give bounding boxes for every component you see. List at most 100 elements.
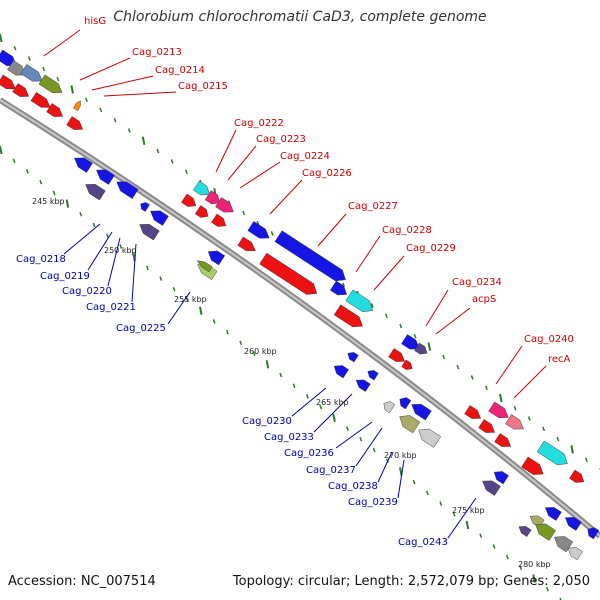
label-cag-0233[interactable]: Cag_0233 xyxy=(264,432,314,443)
gene-arrow[interactable] xyxy=(396,411,421,434)
gene-arrow[interactable] xyxy=(565,544,583,561)
gene-arrow[interactable] xyxy=(333,304,366,331)
label-cag-0243[interactable]: Cag_0243 xyxy=(398,537,448,548)
gene-arrow[interactable] xyxy=(147,206,169,226)
label-cag-0230[interactable]: Cag_0230 xyxy=(242,416,292,427)
label-cag-0220[interactable]: Cag_0220 xyxy=(62,286,112,297)
leader-line xyxy=(43,29,81,57)
gene-arrow[interactable] xyxy=(0,74,18,93)
gene-arrow[interactable] xyxy=(247,221,272,242)
label-cag-0238[interactable]: Cag_0238 xyxy=(328,481,378,492)
gene-arrow[interactable] xyxy=(397,395,412,410)
label-cag-0213[interactable]: Cag_0213 xyxy=(132,47,182,58)
label-cag-0237[interactable]: Cag_0237 xyxy=(306,465,356,476)
gene-arrow[interactable] xyxy=(331,362,349,379)
label-cag-0219[interactable]: Cag_0219 xyxy=(40,271,90,282)
gene-arrow[interactable] xyxy=(30,92,53,111)
gene-arrow[interactable] xyxy=(479,476,501,496)
tick-mark xyxy=(479,533,483,538)
gene-arrow[interactable] xyxy=(563,513,582,531)
tick-mark xyxy=(185,169,188,174)
gene-arrow[interactable] xyxy=(366,368,379,381)
label-cag-0224[interactable]: Cag_0224 xyxy=(280,151,330,162)
gene-arrow[interactable] xyxy=(66,116,86,133)
gene-arrow[interactable] xyxy=(494,433,514,450)
gene-arrow[interactable] xyxy=(388,348,408,365)
gene-arrow[interactable] xyxy=(381,399,396,414)
tick-mark xyxy=(0,33,3,43)
label-cag-0223[interactable]: Cag_0223 xyxy=(256,134,306,145)
gene-arrow[interactable] xyxy=(12,83,32,100)
gene-arrow[interactable] xyxy=(345,289,377,316)
gene-arrow[interactable] xyxy=(237,236,259,255)
gene-arrow[interactable] xyxy=(211,213,228,230)
gene-arrow[interactable] xyxy=(193,180,212,199)
scale-label: 260 kbp xyxy=(244,347,277,356)
gene-arrow[interactable] xyxy=(46,103,66,120)
gene-arrow[interactable] xyxy=(517,523,532,537)
tick-mark xyxy=(70,85,74,94)
gene-arrow[interactable] xyxy=(401,334,422,353)
label-cag-0236[interactable]: Cag_0236 xyxy=(284,448,334,459)
label-reca[interactable]: recA xyxy=(548,354,571,365)
gene-arrow[interactable] xyxy=(521,456,547,479)
gene-arrow[interactable] xyxy=(7,60,28,79)
label-cag-0221[interactable]: Cag_0221 xyxy=(86,302,136,313)
gene-arrow[interactable] xyxy=(196,258,213,273)
label-cag-0229[interactable]: Cag_0229 xyxy=(406,243,456,254)
gene-arrow[interactable] xyxy=(38,74,65,97)
gene-arrow[interactable] xyxy=(194,205,211,221)
leader-line xyxy=(103,91,177,97)
label-cag-0218[interactable]: Cag_0218 xyxy=(16,254,66,265)
label-cag-0222[interactable]: Cag_0222 xyxy=(234,118,284,129)
gene-arrow[interactable] xyxy=(491,468,509,485)
label-cag-0225[interactable]: Cag_0225 xyxy=(116,323,166,334)
tick-mark xyxy=(372,447,376,453)
label-acps[interactable]: acpS xyxy=(472,294,496,305)
gene-arrow[interactable] xyxy=(215,197,236,216)
gene-arrow[interactable] xyxy=(569,469,586,486)
gene-arrow[interactable] xyxy=(488,401,512,422)
gene-arrow[interactable] xyxy=(181,193,198,210)
gene-arrow[interactable] xyxy=(409,400,432,421)
tick-mark xyxy=(570,445,574,454)
gene-arrow[interactable] xyxy=(71,153,93,173)
label-cag-0239[interactable]: Cag_0239 xyxy=(348,497,398,508)
gene-arrow[interactable] xyxy=(505,414,526,433)
gene-arrow[interactable] xyxy=(354,376,371,392)
gene-arrow[interactable] xyxy=(346,350,359,363)
gene-arrow[interactable] xyxy=(20,64,45,85)
label-cag-0227[interactable]: Cag_0227 xyxy=(348,201,398,212)
gene-arrow[interactable] xyxy=(543,503,562,521)
gene-arrow[interactable] xyxy=(414,342,430,357)
gene-arrow[interactable] xyxy=(464,405,484,422)
label-cag-0215[interactable]: Cag_0215 xyxy=(178,81,228,92)
gene-arrow[interactable] xyxy=(478,419,498,436)
gene-arrow[interactable] xyxy=(83,180,106,201)
label-cag-0240[interactable]: Cag_0240 xyxy=(524,334,574,345)
gene-arrow[interactable] xyxy=(204,190,223,208)
gene-arrow[interactable] xyxy=(585,525,600,540)
label-cag-0214[interactable]: Cag_0214 xyxy=(155,65,205,76)
label-hisg[interactable]: hisG xyxy=(84,16,106,27)
gene-arrow[interactable] xyxy=(536,440,571,469)
gene-arrow[interactable] xyxy=(330,280,349,299)
gene-arrow[interactable] xyxy=(137,220,160,241)
label-cag-0226[interactable]: Cag_0226 xyxy=(302,168,352,179)
gene-arrow[interactable] xyxy=(205,247,225,266)
gene-arrow[interactable] xyxy=(401,359,415,372)
topology-text: Topology: circular; Length: 2,572,079 bp… xyxy=(232,574,590,589)
label-cag-0228[interactable]: Cag_0228 xyxy=(382,225,432,236)
tick-mark xyxy=(559,597,562,600)
gene-arrow[interactable] xyxy=(73,99,82,111)
gene-arrow[interactable] xyxy=(259,252,321,299)
tick-mark xyxy=(212,319,216,324)
gene-arrow[interactable] xyxy=(532,520,556,541)
label-cag-0234[interactable]: Cag_0234 xyxy=(452,277,502,288)
gene-arrow[interactable] xyxy=(93,165,115,185)
gene-arrow[interactable] xyxy=(415,425,442,448)
gene-arrow[interactable] xyxy=(274,230,349,285)
gene-arrow[interactable] xyxy=(114,177,139,199)
gene-arrow[interactable] xyxy=(138,200,150,212)
tick-mark xyxy=(345,426,349,431)
